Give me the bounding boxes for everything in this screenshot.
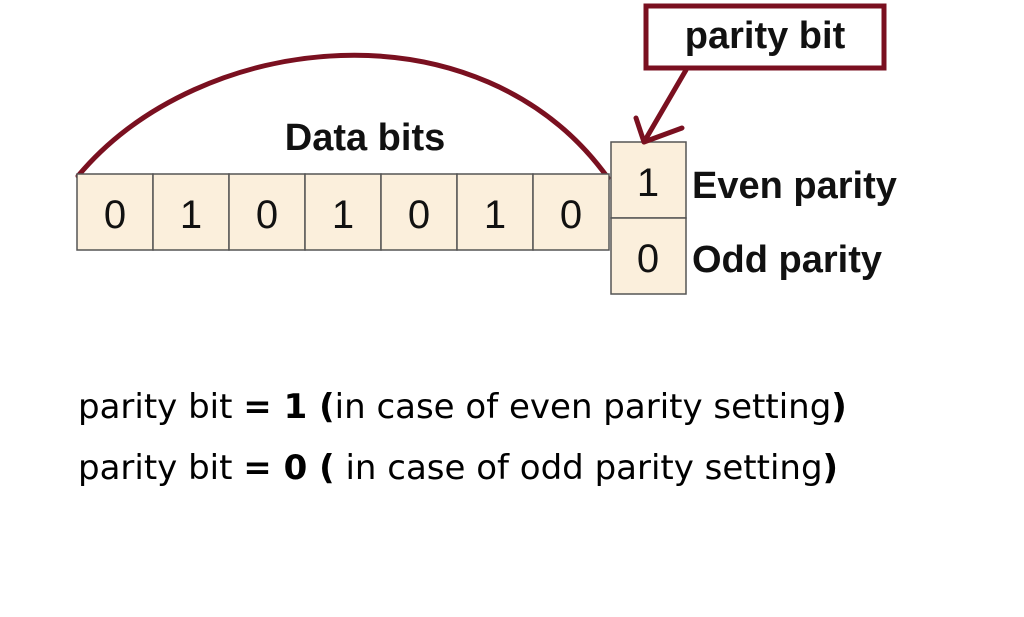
- note-prefix: parity bit: [78, 387, 244, 427]
- data-bits-label: Data bits: [285, 117, 445, 159]
- data-bit-value: 1: [332, 193, 354, 237]
- parity-cell-odd: [610, 217, 687, 295]
- data-bit-value: 0: [408, 193, 430, 237]
- note-text: in case of even parity setting: [334, 387, 832, 427]
- callout-arrow: [633, 67, 689, 145]
- note-suffix: ): [822, 448, 839, 488]
- data-bit-cell: [228, 173, 306, 251]
- note-odd-parity: parity bit = 0 ( in case of odd parity s…: [78, 448, 838, 488]
- data-bit-value: 0: [560, 193, 582, 237]
- data-bit-value: 0: [104, 193, 126, 237]
- data-bit-cell: [152, 173, 230, 251]
- data-bit-value: 1: [484, 193, 506, 237]
- data-bits-bracket: [75, 52, 611, 181]
- note-suffix: ): [831, 387, 847, 427]
- parity-bit-column: 1 0: [610, 141, 687, 295]
- data-bit-value: 1: [180, 193, 202, 237]
- data-bit-cell: [456, 173, 534, 251]
- odd-parity-label: Odd parity: [692, 239, 882, 281]
- even-parity-label: Even parity: [692, 165, 897, 207]
- note-value: = 1 (: [243, 387, 335, 427]
- parity-value-odd: 0: [637, 237, 659, 281]
- parity-bit-callout-label: parity bit: [685, 15, 846, 57]
- data-bit-value: 0: [256, 193, 278, 237]
- note-prefix: parity bit: [78, 448, 244, 488]
- parity-value-even: 1: [637, 161, 659, 205]
- parity-bit-callout-box: [643, 3, 887, 71]
- parity-cell-even: [610, 141, 687, 219]
- data-bits-row: 0 1 0 1 0 1 0: [76, 173, 610, 251]
- note-even-parity: parity bit = 1 (in case of even parity s…: [78, 387, 847, 427]
- note-value: = 0 (: [243, 448, 335, 488]
- note-text: in case of odd parity setting: [334, 448, 823, 488]
- data-bit-cell: [532, 173, 610, 251]
